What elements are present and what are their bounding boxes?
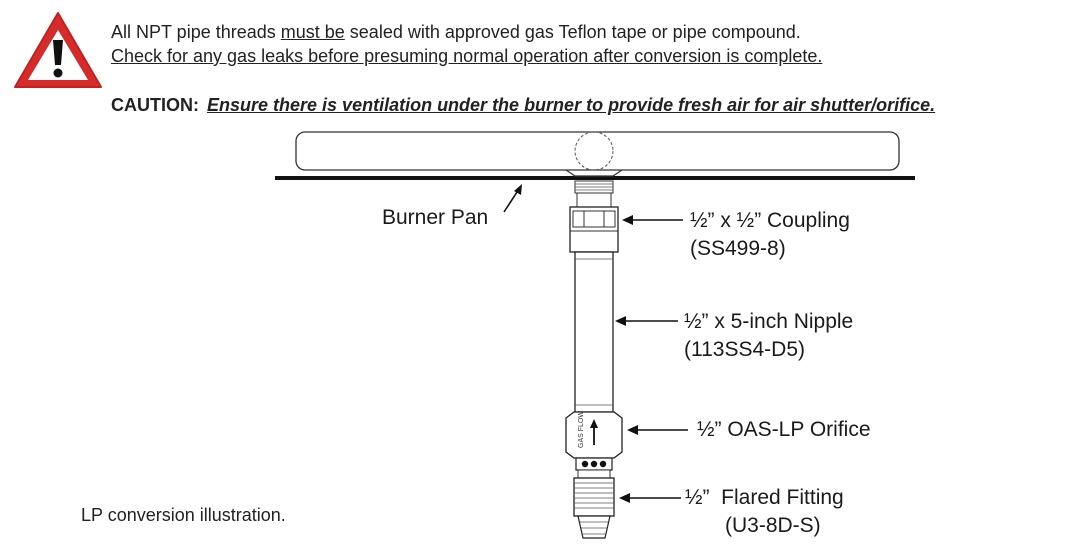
coupling-name: ½” x ½” Coupling <box>690 209 850 232</box>
nipple <box>574 251 614 413</box>
nipple-part: (113SS4-D5) <box>684 338 805 361</box>
coupling <box>569 206 619 253</box>
fitting-label: ½” Flared Fitting (U3-8D-S) <box>685 484 844 540</box>
caution-note: CAUTION: Ensure there is ventilation unde… <box>111 95 935 116</box>
nipple-label: ½” x 5-inch Nipple (113SS4-D5) <box>684 308 853 364</box>
burner-tube <box>295 131 900 171</box>
gas-flow-text: GAS FLOW <box>578 411 585 448</box>
warning-triangle-icon <box>14 12 102 88</box>
caution-label: CAUTION: <box>111 95 199 115</box>
flared-fitting <box>573 469 615 539</box>
orifice: GAS FLOW <box>565 411 623 471</box>
fitting-name: ½” Flared Fitting <box>685 486 844 509</box>
warning-line-1: All NPT pipe threads must be sealed with… <box>111 22 801 42</box>
orifice-label: ½” OAS-LP Orifice <box>697 418 871 441</box>
warning-emphasis: must be <box>280 22 345 42</box>
warning-line-2: Check for any gas leaks before presuming… <box>111 46 823 66</box>
figure-caption: LP conversion illustration. <box>81 505 286 525</box>
nipple-name: ½” x 5-inch Nipple <box>684 310 854 333</box>
coupling-part: (SS499-8) <box>690 237 786 260</box>
coupling-label: ½” x ½” Coupling (SS499-8) <box>690 207 850 263</box>
caution-message: Ensure there is ventilation under the bu… <box>207 95 936 115</box>
fitting-part: (U3-8D-S) <box>725 514 821 537</box>
burner-pan <box>275 176 915 180</box>
burner-inlet <box>574 131 614 171</box>
top-thread <box>574 180 614 208</box>
burner-pan-leader <box>503 188 520 213</box>
burner-pan-label: Burner Pan <box>382 206 489 229</box>
